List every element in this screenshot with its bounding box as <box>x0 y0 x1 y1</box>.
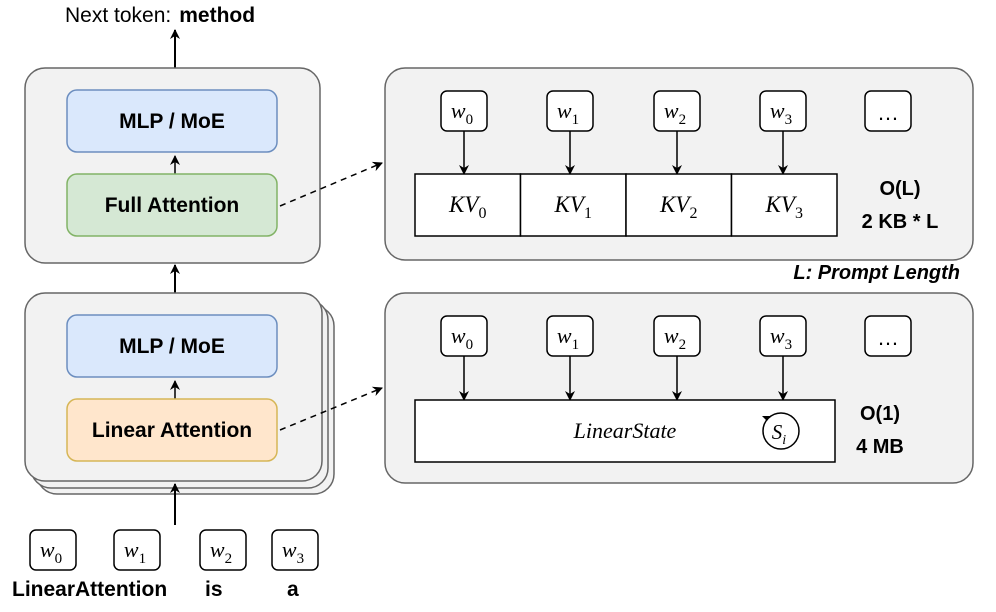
input-token-1: w1 <box>124 537 146 567</box>
kv-token-1: w1 <box>557 98 579 128</box>
kv-cache-cell-2 <box>625 173 733 237</box>
kv-cache-cell-3 <box>730 173 838 237</box>
input-word-3: a <box>287 578 299 601</box>
input-token-box-0 <box>29 529 77 571</box>
state-complexity: O(1) <box>860 403 900 425</box>
state-symbol: Si <box>772 420 787 448</box>
state-ellipsis-box <box>864 315 912 357</box>
state-token-1: w1 <box>557 323 579 353</box>
input-token-0: w0 <box>40 537 62 567</box>
next-token-label: Next token: method <box>65 4 255 27</box>
input-token-3: w3 <box>282 537 304 567</box>
linear-state-box <box>414 399 836 463</box>
input-token-box-1 <box>113 529 161 571</box>
kv-cache-cell-1 <box>519 173 627 237</box>
input-token-box-2 <box>199 529 247 571</box>
full-to-kv-connector <box>279 161 383 207</box>
full-attention-box <box>66 173 278 237</box>
state-token-3: w3 <box>770 323 792 353</box>
kv-token-3: w3 <box>770 98 792 128</box>
full-mlp-box <box>66 89 278 153</box>
prompt-length-note: L: Prompt Length <box>793 262 960 284</box>
linear-mlp-box <box>66 314 278 378</box>
full-attention-label: Full Attention <box>105 194 240 217</box>
state-token-0: w0 <box>451 323 473 353</box>
kv-cache-label-1: KV1 <box>554 192 592 222</box>
kv-ellipsis-box <box>864 90 912 132</box>
linear-to-state-connector <box>279 386 383 431</box>
next-token-prefix: Next token: <box>65 4 171 27</box>
input-token-box-3 <box>271 529 319 571</box>
input-token-2: w2 <box>210 537 232 567</box>
linear-attention-label: Linear Attention <box>92 419 252 442</box>
kv-token-0: w0 <box>451 98 473 128</box>
kv-cache-cell-0 <box>414 173 522 237</box>
kv-cache-label-0: KV0 <box>448 192 486 222</box>
linear-state-label: LinearState <box>573 418 677 443</box>
state-cycle-icon <box>762 412 800 450</box>
next-token-value: method <box>179 4 255 27</box>
cycle-arrowhead-icon <box>762 416 770 421</box>
linear-mlp-label: MLP / MoE <box>119 335 225 358</box>
linear-attention-box <box>66 398 278 462</box>
kv-ellipsis: … <box>877 100 899 125</box>
state-memory: 4 MB <box>856 436 904 458</box>
kv-cache-label-3: KV3 <box>765 192 803 222</box>
input-word-0: LinearAttention <box>12 578 167 601</box>
kv-memory: 2 KB * L <box>862 211 939 233</box>
input-word-1: is <box>205 578 223 601</box>
kv-complexity: O(L) <box>879 178 920 200</box>
state-ellipsis: … <box>877 325 899 350</box>
state-token-2: w2 <box>664 323 686 353</box>
full-mlp-label: MLP / MoE <box>119 110 225 133</box>
kv-cache-label-2: KV2 <box>659 192 697 222</box>
kv-token-2: w2 <box>664 98 686 128</box>
